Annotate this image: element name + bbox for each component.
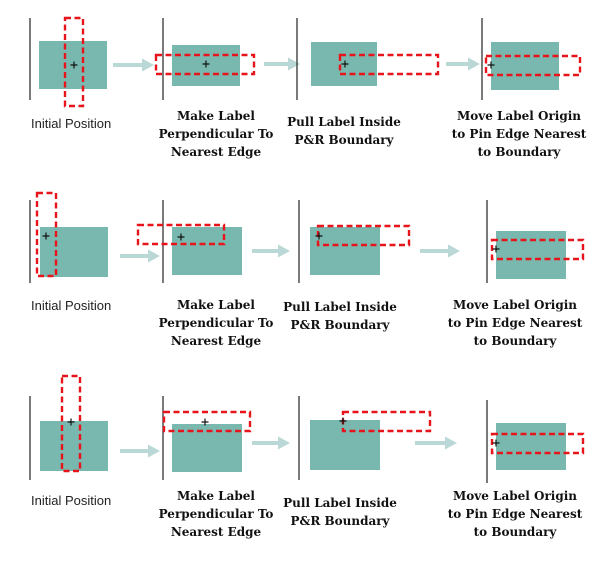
origin-marker xyxy=(42,232,50,240)
flow-arrowhead xyxy=(468,57,480,71)
caption-initial-position: Initial Position xyxy=(31,116,112,131)
origin-marker xyxy=(339,417,347,425)
origin-marker xyxy=(201,418,209,426)
flow-arrowhead xyxy=(148,444,160,458)
pin-shape xyxy=(310,420,380,470)
label-outline xyxy=(136,223,226,246)
origin-marker xyxy=(70,61,78,69)
label-outline xyxy=(490,432,585,455)
label-outline xyxy=(35,191,58,278)
label-outline xyxy=(338,53,440,76)
origin-marker xyxy=(341,60,349,68)
label-outline xyxy=(490,238,585,261)
pin-shape xyxy=(40,421,108,471)
origin-marker xyxy=(67,418,75,426)
pin-shape xyxy=(496,231,566,279)
flow-arrowhead xyxy=(448,244,460,258)
origin-marker xyxy=(315,232,323,240)
origin-marker xyxy=(177,233,185,241)
flow-arrowhead xyxy=(288,57,300,71)
pin-shape xyxy=(496,423,566,470)
label-outline xyxy=(63,16,85,108)
flow-arrowhead xyxy=(278,244,290,258)
flow-arrowhead xyxy=(445,436,457,450)
origin-marker xyxy=(487,61,495,69)
pin-shape xyxy=(40,227,108,277)
origin-marker xyxy=(492,439,500,447)
caption-initial-position: Initial Position xyxy=(31,493,112,508)
pin-shape xyxy=(310,227,380,275)
origin-marker xyxy=(202,60,210,68)
flow-arrowhead xyxy=(278,436,290,450)
flow-arrowhead xyxy=(142,58,154,72)
label-outline xyxy=(154,53,256,76)
origin-marker xyxy=(492,245,500,253)
caption-initial-position: Initial Position xyxy=(31,298,112,313)
flow-arrowhead xyxy=(148,249,160,263)
pin-shape xyxy=(172,227,242,275)
label-outline xyxy=(162,410,252,433)
pin-shape xyxy=(491,42,559,90)
